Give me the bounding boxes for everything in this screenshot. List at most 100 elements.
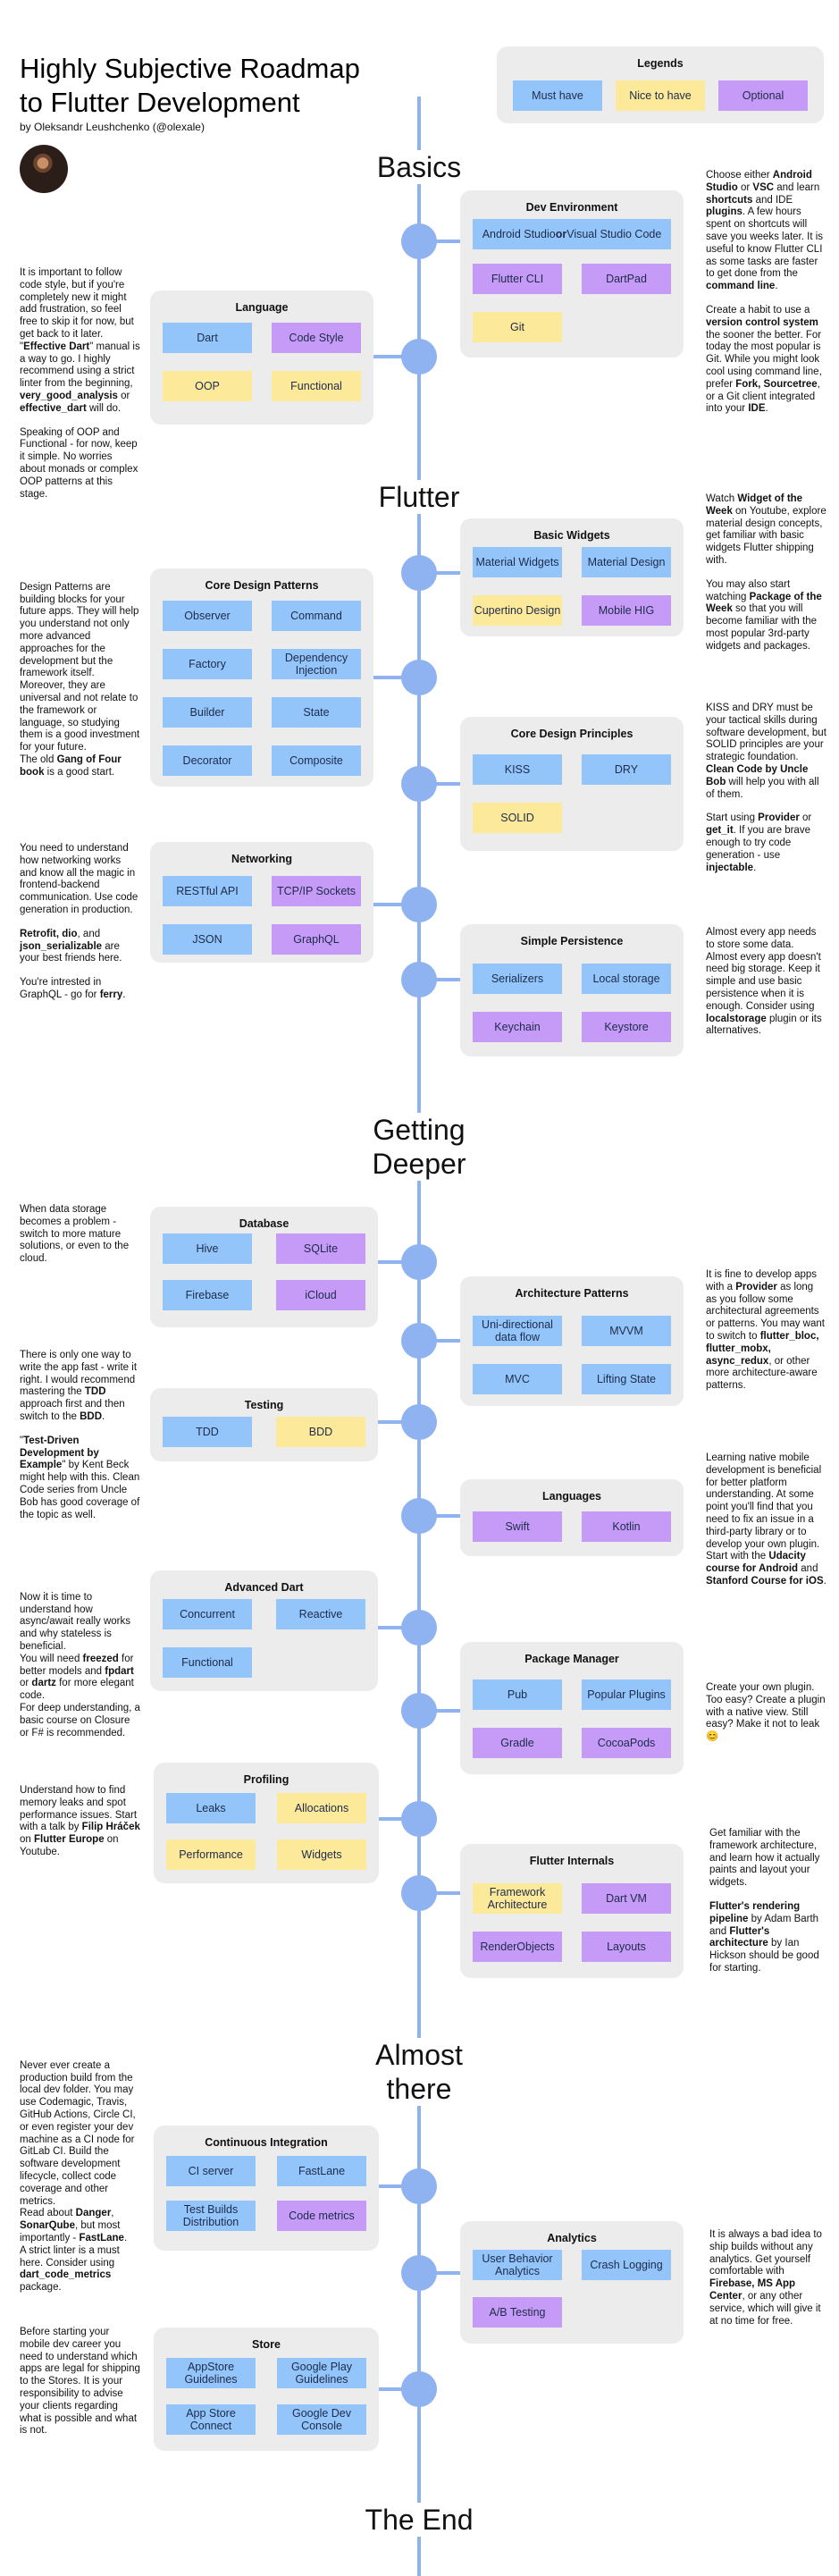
note-text: Create your own plugin. Too easy? Create… bbox=[706, 1682, 826, 1743]
note-language: It is important to follow code style, bu… bbox=[20, 267, 140, 512]
card-networking: Networking RESTful API TCP/IP Sockets JS… bbox=[150, 842, 373, 963]
note-text: Learning native mobile development is be… bbox=[706, 1452, 826, 1587]
card-testing: Testing TDD BDD bbox=[150, 1388, 378, 1461]
legend-optional: Optional bbox=[718, 80, 808, 111]
connector-line bbox=[419, 2271, 460, 2275]
card-simple-persistence: Simple Persistence Serializers Local sto… bbox=[460, 924, 684, 1056]
card-title: Profiling bbox=[243, 1773, 289, 1786]
card-title: Dev Environment bbox=[525, 201, 618, 214]
timeline-node bbox=[401, 766, 437, 802]
chip-bdd: BDD bbox=[276, 1417, 365, 1447]
card-architecture-patterns: Architecture Patterns Uni-directional da… bbox=[460, 1276, 684, 1406]
chip-functional: Functional bbox=[272, 371, 361, 401]
chip-concurrent: Concurrent bbox=[163, 1599, 252, 1629]
note-text: Retrofit, dio, and json_serializable are… bbox=[20, 928, 122, 964]
chip-pub: Pub bbox=[473, 1679, 562, 1710]
connector-line bbox=[378, 1260, 419, 1264]
note-text: Start using Provider or get_it. If you a… bbox=[706, 812, 812, 873]
note-package-manager: Create your own plugin. Too easy? Create… bbox=[706, 1682, 826, 1755]
connector-line bbox=[419, 1709, 460, 1713]
chip-kiss: KISS bbox=[473, 754, 562, 785]
card-advanced-dart: Advanced Dart Concurrent Reactive Functi… bbox=[150, 1570, 378, 1691]
note-testing: There is only one way to write the app f… bbox=[20, 1350, 140, 1533]
chip-tcp-ip-sockets: TCP/IP Sockets bbox=[272, 876, 361, 906]
connector-line bbox=[379, 2185, 419, 2188]
chip-allocations: Allocations bbox=[277, 1793, 366, 1823]
note-text: When data storage becomes a problem - sw… bbox=[20, 1204, 130, 1265]
timeline-node bbox=[401, 223, 437, 259]
note-profiling: Understand how to find memory leaks and … bbox=[20, 1785, 140, 1871]
connector-line bbox=[419, 571, 460, 575]
legend-must-have: Must have bbox=[513, 80, 602, 111]
timeline-node bbox=[401, 962, 437, 998]
timeline-node bbox=[401, 1323, 437, 1359]
chip-dart: Dart bbox=[163, 323, 252, 353]
card-title: Basic Widgets bbox=[533, 529, 610, 542]
timeline-node bbox=[401, 887, 437, 922]
timeline-node bbox=[401, 1404, 437, 1440]
note-text: There is only one way to write the app f… bbox=[20, 1350, 138, 1422]
connector-line bbox=[419, 1339, 460, 1343]
connector-line bbox=[378, 1420, 419, 1424]
legend-panel: Legends Must have Nice to have Optional bbox=[497, 46, 824, 123]
chip-tdd: TDD bbox=[163, 1417, 252, 1447]
connector-line bbox=[379, 1817, 419, 1821]
timeline-node bbox=[401, 339, 437, 375]
note-text: Choose either Android Studio or VSC and … bbox=[706, 170, 824, 292]
chip-ci-server: CI server bbox=[166, 2156, 256, 2186]
chip-dry: DRY bbox=[582, 754, 671, 785]
chip-mvvm: MVVM bbox=[582, 1316, 671, 1346]
chip-oop: OOP bbox=[163, 371, 252, 401]
chip-test-builds-distribution: Test Builds Distribution bbox=[166, 2201, 256, 2231]
card-title: Testing bbox=[244, 1399, 284, 1411]
chip-dependency-injection: Dependency Injection bbox=[272, 649, 361, 679]
note-design-patterns: Design Patterns are building blocks for … bbox=[20, 569, 140, 803]
chip-mvc: MVC bbox=[473, 1364, 562, 1394]
chip-popular-plugins: Popular Plugins bbox=[582, 1679, 671, 1710]
chip-leaks: Leaks bbox=[166, 1793, 256, 1823]
section-flutter: Flutter bbox=[352, 480, 486, 514]
section-basics: Basics bbox=[352, 150, 486, 184]
card-title: Flutter Internals bbox=[529, 1855, 615, 1867]
chip-gradle: Gradle bbox=[473, 1728, 562, 1758]
legend-nice-to-have: Nice to have bbox=[616, 80, 705, 111]
note-networking: You need to understand how networking wo… bbox=[20, 843, 140, 1014]
note-text: "Test-Driven Development by Example" by … bbox=[20, 1435, 140, 1520]
chip-composite: Composite bbox=[272, 745, 361, 776]
timeline-node bbox=[401, 1244, 437, 1280]
legend-title: Legends bbox=[637, 57, 684, 70]
card-title: Networking bbox=[231, 853, 293, 865]
chip-dartpad: DartPad bbox=[582, 264, 671, 294]
card-dev-environment: Dev Environment Android Studio or Visual… bbox=[460, 190, 684, 358]
chip-code-style: Code Style bbox=[272, 323, 361, 353]
avatar bbox=[20, 145, 68, 193]
note-text: Almost every app needs to store some dat… bbox=[706, 927, 822, 1037]
note-text: Understand how to find memory leaks and … bbox=[20, 1785, 140, 1857]
card-title: Store bbox=[252, 2338, 281, 2351]
note-analytics: It is always a bad idea to ship builds w… bbox=[709, 2229, 826, 2339]
chip-dart-vm: Dart VM bbox=[582, 1883, 671, 1914]
card-store: Store AppStore Guidelines Google Play Gu… bbox=[154, 2328, 379, 2451]
chip-appstore-guidelines: AppStore Guidelines bbox=[166, 2358, 256, 2388]
chip-flutter-cli: Flutter CLI bbox=[473, 264, 562, 294]
chip-kotlin: Kotlin bbox=[582, 1511, 671, 1542]
card-profiling: Profiling Leaks Allocations Performance … bbox=[154, 1763, 379, 1883]
card-title: Core Design Patterns bbox=[205, 579, 319, 592]
chip-framework-architecture: Framework Architecture bbox=[473, 1883, 562, 1914]
chip-crash-logging: Crash Logging bbox=[582, 2250, 671, 2280]
chip-state: State bbox=[272, 697, 361, 728]
chip-performance: Performance bbox=[166, 1839, 256, 1870]
timeline-node bbox=[401, 1693, 437, 1729]
note-text: Create a habit to use a version control … bbox=[706, 304, 822, 415]
card-title: Database bbox=[239, 1217, 289, 1230]
card-title: Architecture Patterns bbox=[515, 1287, 629, 1300]
card-title: Continuous Integration bbox=[205, 2136, 328, 2149]
chip-keystore: Keystore bbox=[582, 1012, 671, 1042]
note-persistence: Almost every app needs to store some dat… bbox=[706, 927, 826, 1049]
card-basic-widgets: Basic Widgets Material Widgets Material … bbox=[460, 518, 684, 636]
card-language: Language Dart Code Style OOP Functional bbox=[150, 290, 373, 425]
section-getting-deeper: Getting Deeper bbox=[352, 1113, 486, 1181]
chip-widgets: Widgets bbox=[277, 1839, 366, 1870]
card-continuous-integration: Continuous Integration CI server FastLan… bbox=[154, 2126, 379, 2251]
card-package-manager: Package Manager Pub Popular Plugins Grad… bbox=[460, 1642, 684, 1774]
